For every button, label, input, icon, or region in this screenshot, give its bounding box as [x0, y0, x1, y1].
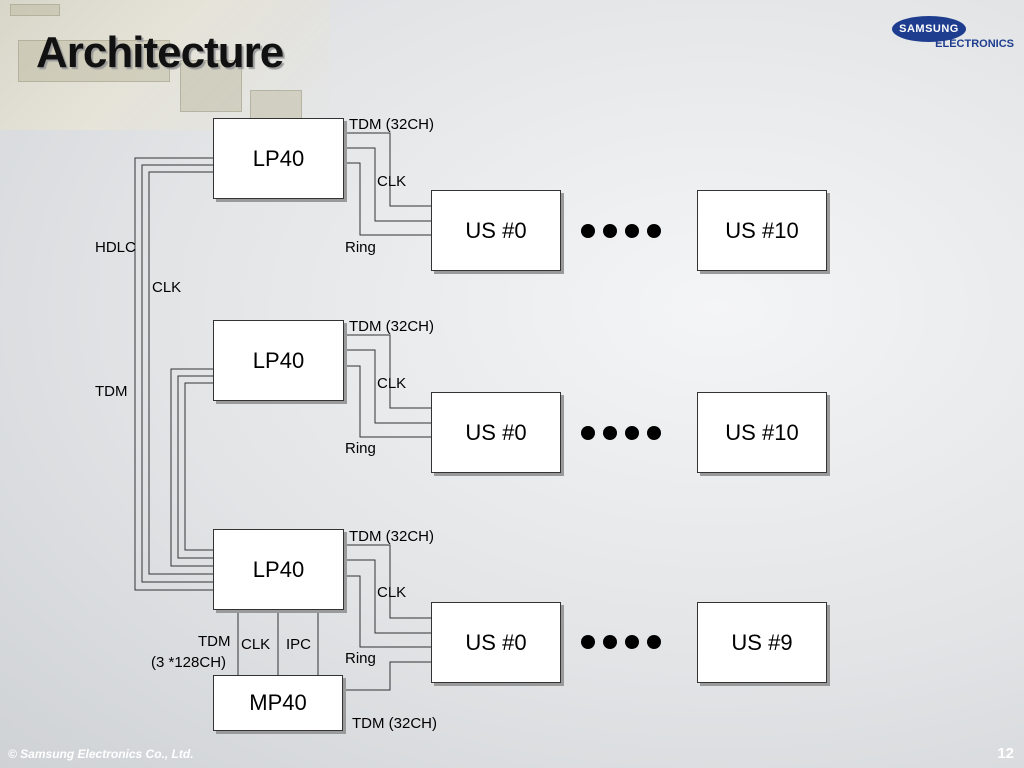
row1-ring-line: [344, 162, 431, 236]
logo-brand: SAMSUNG: [892, 16, 966, 42]
bus-line-6: [184, 382, 213, 551]
page-number: 12: [997, 745, 1014, 762]
page-title: Architecture: [36, 28, 284, 77]
mp-clk-label: CLK: [241, 636, 271, 653]
row1-tdm-label: TDM (32CH): [349, 116, 434, 133]
row1-ring-label: Ring: [345, 239, 376, 256]
hdlc-label: HDLC: [95, 239, 136, 256]
us-first-box-3[interactable]: US #0: [431, 602, 561, 683]
us-last-box-3[interactable]: US #9: [697, 602, 827, 683]
lp40-box-1[interactable]: LP40: [213, 118, 344, 199]
bus-line-5: [177, 375, 213, 559]
background-photo: [0, 0, 330, 130]
mp-tdm-label: TDM: [198, 633, 231, 650]
row2-clk-label: CLK: [377, 375, 407, 392]
row3-clk-line: [344, 559, 431, 634]
bus-line-1: [134, 157, 213, 591]
row2-ring-line: [344, 365, 431, 438]
us-first-box-1[interactable]: US #0: [431, 190, 561, 271]
row3-clk-label: CLK: [377, 584, 407, 601]
row2-ring-label: Ring: [345, 440, 376, 457]
row1-clk-label: CLK: [377, 173, 407, 190]
us-last-box-1[interactable]: US #10: [697, 190, 827, 271]
row3-tdm-label: TDM (32CH): [349, 528, 434, 545]
row2-tdm-line: [344, 334, 431, 409]
logo-sub: ELECTRONICS: [935, 38, 1014, 50]
mp-tdm-line: [343, 661, 431, 691]
copyright-footer: © Samsung Electronics Co., Ltd.: [8, 747, 194, 761]
row1-clk-line: [344, 147, 431, 222]
bus-line-3: [148, 171, 213, 575]
row2-tdm-label: TDM (32CH): [349, 318, 434, 335]
lp40-box-3[interactable]: LP40: [213, 529, 344, 610]
bus-clk-label: CLK: [152, 279, 182, 296]
mp-ipc-label: IPC: [286, 636, 312, 653]
bus-line-2: [141, 164, 213, 583]
lp40-box-2[interactable]: LP40: [213, 320, 344, 401]
samsung-logo: SAMSUNG ELECTRONICS: [892, 16, 1014, 52]
mp-tdm-sub-label: (3 *128CH): [151, 654, 227, 671]
bus-line-4: [170, 368, 213, 567]
mp40-box[interactable]: MP40: [213, 675, 343, 731]
us-last-box-2[interactable]: US #10: [697, 392, 827, 473]
row3-ring-line: [344, 575, 431, 648]
row1-tdm-line: [344, 132, 431, 207]
us-first-box-2[interactable]: US #0: [431, 392, 561, 473]
row3-tdm-line: [344, 544, 431, 619]
row2-clk-line: [344, 349, 431, 424]
row3-ring-label: Ring: [345, 650, 376, 667]
bus-tdm-label: TDM: [95, 383, 128, 400]
mp-bottom-tdm-label: TDM (32CH): [352, 715, 437, 732]
